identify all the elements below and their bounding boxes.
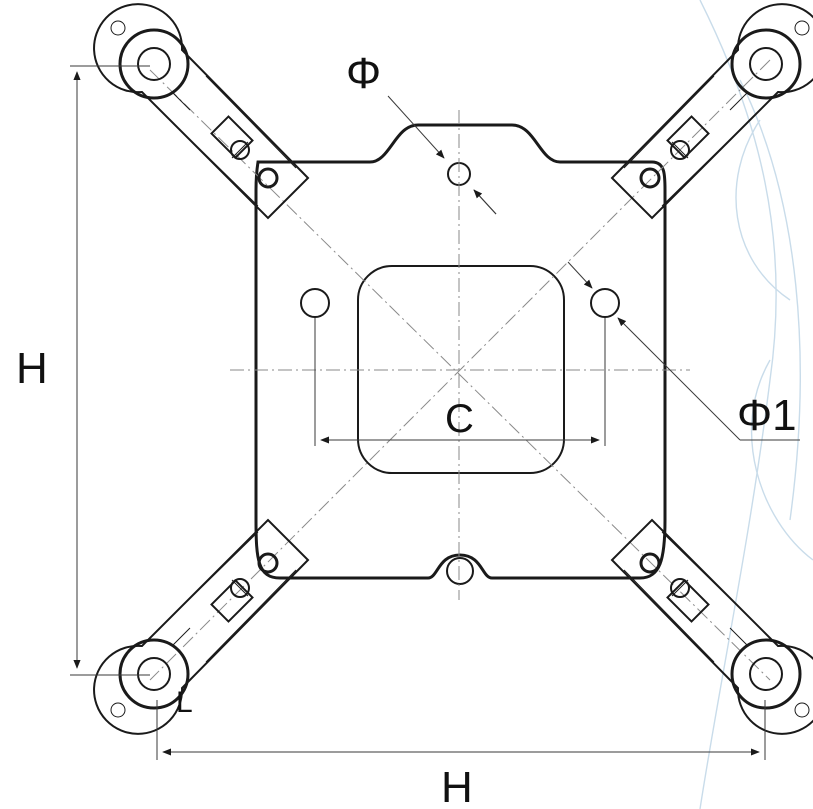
clamp-arm-top-right xyxy=(610,2,813,220)
dimension-width-bottom xyxy=(156,700,766,760)
bottom-hole xyxy=(446,557,474,585)
hole-diameter-label-top: Φ xyxy=(346,49,381,98)
center-spacing-label: C xyxy=(445,397,474,441)
clamp-arm-bottom-left xyxy=(92,518,310,736)
left-hole xyxy=(300,288,330,318)
leader-hole-diameter-right xyxy=(567,261,800,441)
clamp-mark-label: L xyxy=(176,686,193,719)
clamp-arm-top-left xyxy=(92,2,310,220)
hole-diameter-label-right: Φ1 xyxy=(737,391,797,440)
watermark-graphic xyxy=(699,0,813,809)
clamp-arm-bottom-right xyxy=(610,518,813,736)
right-hole xyxy=(590,288,620,318)
mounting-plate-outline xyxy=(254,123,667,580)
height-label-left: H xyxy=(16,344,48,393)
leader-hole-diameter-top xyxy=(387,95,497,215)
dimension-height-left xyxy=(70,65,150,676)
width-label-bottom: H xyxy=(441,763,473,809)
center-lines xyxy=(149,59,771,681)
dimension-center-spacing xyxy=(314,318,606,446)
